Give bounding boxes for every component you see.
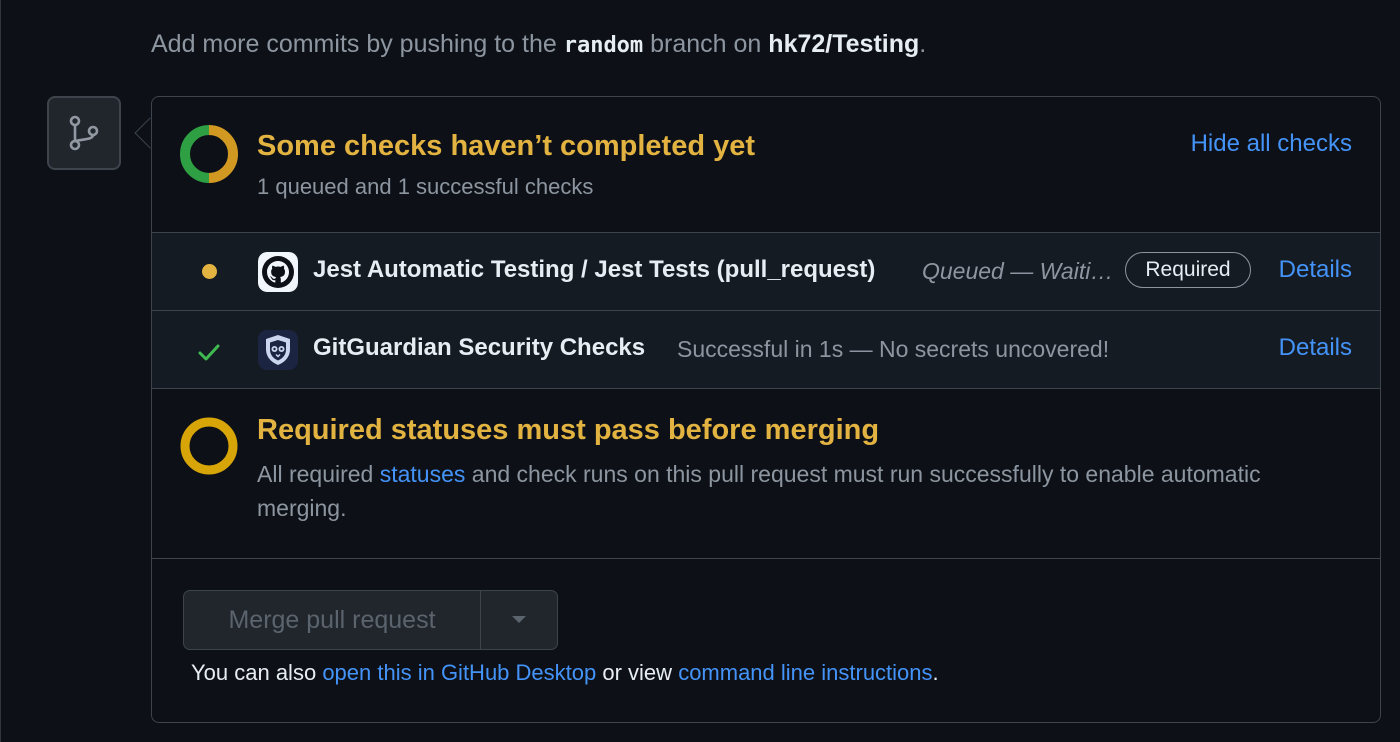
hide-all-checks-link[interactable]: Hide all checks [1190, 130, 1352, 157]
push-hint-middle: branch on [650, 30, 762, 58]
merge-panel: Some checks haven’t completed yet 1 queu… [151, 96, 1381, 723]
check-name: GitGuardian Security Checks [313, 334, 646, 361]
push-hint: Add more commits by pushing to the rando… [151, 30, 926, 59]
required-statuses-text: All required statuses and check runs on … [257, 457, 1317, 525]
checks-summary: Some checks haven’t completed yet 1 queu… [152, 97, 1380, 233]
statuses-link[interactable]: statuses [379, 461, 466, 487]
git-branch-badge [47, 96, 121, 170]
check-description: Queued — Waiting to run this check... [922, 258, 1118, 284]
check-description: Successful in 1s — No secrets uncovered! [677, 336, 1110, 362]
required-statuses-section: Required statuses must pass before mergi… [152, 389, 1380, 559]
timeline-line [0, 0, 1, 742]
checks-summary-title: Some checks haven’t completed yet [257, 130, 756, 162]
triangle-down-icon [512, 616, 526, 623]
required-badge: Required [1125, 252, 1251, 288]
required-text-before: All required [257, 461, 374, 487]
repo-name: hk72/Testing [768, 30, 920, 58]
check-details-link[interactable]: Details [1278, 334, 1352, 361]
command-line-instructions-link[interactable]: command line instructions [678, 660, 933, 685]
checks-progress-icon [180, 125, 238, 183]
github-icon [258, 252, 298, 292]
merge-pull-request-button[interactable]: Merge pull request [184, 591, 481, 649]
checks-list: Jest Automatic Testing / Jest Tests (pul… [152, 233, 1380, 389]
merge-alternatives: You can also open this in GitHub Desktop… [191, 660, 939, 686]
success-check-icon [198, 344, 220, 361]
check-details-link[interactable]: Details [1278, 256, 1352, 283]
git-branch-icon [69, 115, 99, 151]
merge-button-group: Merge pull request [183, 590, 558, 650]
check-row-gitguardian: GitGuardian Security Checks Successful i… [152, 311, 1380, 389]
pending-status-icon [180, 417, 238, 475]
alt-middle: or view [602, 660, 673, 685]
required-text-after: and check runs on this pull request must… [257, 461, 1261, 521]
open-in-github-desktop-link[interactable]: open this in GitHub Desktop [322, 660, 597, 685]
push-hint-prefix: Add more commits by pushing to the [151, 30, 557, 58]
gitguardian-icon [258, 330, 298, 370]
check-name: Jest Automatic Testing / Jest Tests (pul… [313, 256, 876, 283]
branch-name: random [563, 33, 644, 58]
alt-suffix: . [932, 660, 939, 685]
push-hint-suffix: . [919, 30, 927, 58]
merge-method-dropdown[interactable] [481, 591, 557, 649]
required-statuses-title: Required statuses must pass before mergi… [257, 414, 880, 446]
alt-prefix: You can also [191, 660, 317, 685]
check-row-jest: Jest Automatic Testing / Jest Tests (pul… [152, 233, 1380, 311]
queued-status-icon [202, 264, 217, 279]
checks-summary-subtitle: 1 queued and 1 successful checks [257, 174, 594, 199]
